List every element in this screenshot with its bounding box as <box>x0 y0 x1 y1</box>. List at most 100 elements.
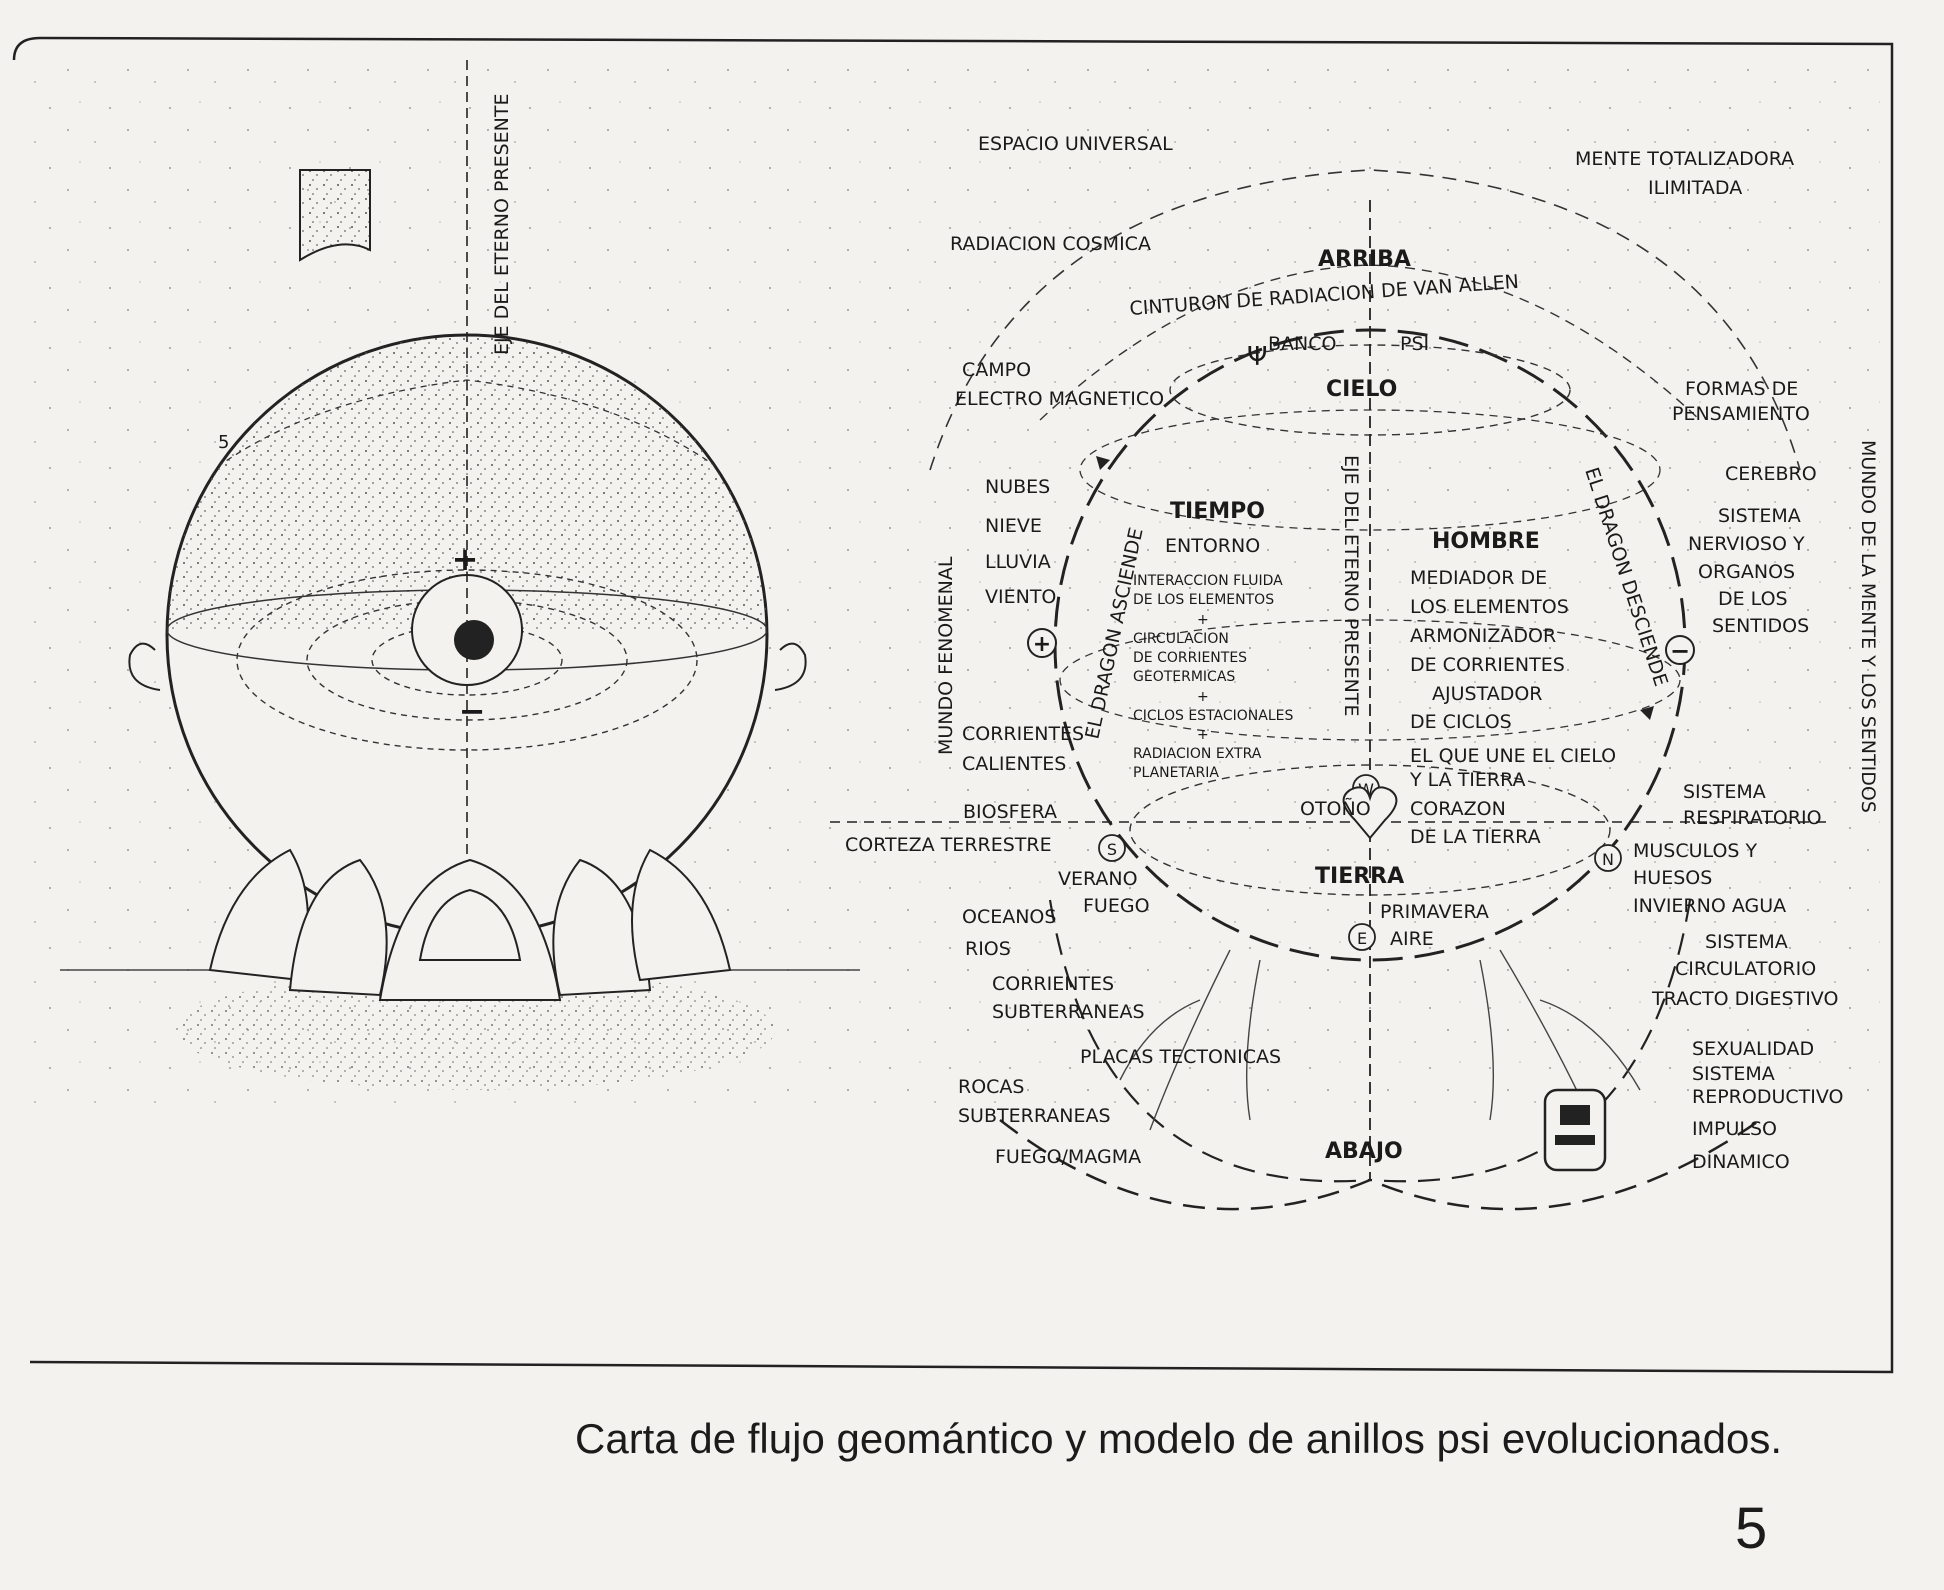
label-viento: VIENTO <box>985 586 1056 608</box>
marker-s-label: S <box>1107 840 1117 859</box>
label-fuego: FUEGO <box>1083 895 1150 917</box>
spiral-left-icon <box>128 642 161 691</box>
outer-lobe-left <box>1048 899 1371 1183</box>
label-radiacion-extra-2: PLANETARIA <box>1133 765 1219 781</box>
label-aire: AIRE <box>1390 928 1434 950</box>
label-mente-2: ILIMITADA <box>1648 177 1742 199</box>
label-rocas-1: ROCAS <box>958 1076 1024 1098</box>
label-primavera: PRIMAVERA <box>1380 901 1489 923</box>
label-formas-1: FORMAS DE <box>1685 378 1798 400</box>
label-mente-1: MENTE TOTALIZADORA <box>1575 148 1794 170</box>
globe-core-dot <box>454 620 494 660</box>
label-corazon-2: DE LA TIERRA <box>1410 826 1541 848</box>
arrow-ascend-icon <box>1096 456 1110 470</box>
label-sn-2: NERVIOSO Y <box>1688 533 1805 555</box>
label-eje: EJE DEL ETERNO PRESENTE <box>1340 455 1362 717</box>
globe-inner-ring-1 <box>236 569 698 751</box>
globe-axis-label: EJE DEL ETERNO PRESENTE <box>491 94 513 356</box>
label-corrientes-1: CORRIENTES <box>962 723 1084 745</box>
marker-plus-label: + <box>1033 632 1051 657</box>
marker-minus: − <box>1665 635 1695 665</box>
label-sn-3: ORGANOS <box>1698 561 1795 583</box>
label-circulacion-2: DE CORRIENTES <box>1133 650 1247 666</box>
label-mundo-mente: MUNDO DE LA MENTE Y LOS SENTIDOS <box>1857 440 1879 813</box>
label-repro-2: REPRODUCTIVO <box>1692 1086 1843 1108</box>
water-pool <box>175 970 775 1090</box>
page-frame <box>12 36 1894 1374</box>
label-formas-2: PENSAMIENTO <box>1672 403 1810 425</box>
label-arriba: ARRIBA <box>1318 247 1411 272</box>
label-el-que-une-1: EL QUE UNE EL CIELO <box>1410 745 1616 767</box>
van-allen-arc <box>1039 264 1701 421</box>
label-interaccion-1: INTERACCION FLUIDA <box>1133 573 1283 589</box>
label-espacio: ESPACIO UNIVERSAL <box>978 133 1173 155</box>
label-campo-2: ELECTRO MAGNETICO <box>955 388 1164 410</box>
label-banco: BANCO <box>1268 333 1336 355</box>
label-radiacion-extra-1: RADIACION EXTRA <box>1133 746 1262 762</box>
label-musc-2: HUESOS <box>1633 867 1712 889</box>
figure-caption: Carta de flujo geomántico y modelo de an… <box>575 1415 1783 1462</box>
label-mediador-5: AJUSTADOR <box>1432 683 1542 705</box>
label-musc-1: MUSCULOS Y <box>1633 840 1757 862</box>
label-corteza: CORTEZA TERRESTRE <box>845 834 1052 856</box>
label-sn-5: SENTIDOS <box>1712 615 1809 637</box>
spiral-right-icon <box>774 642 807 691</box>
label-campo-1: CAMPO <box>962 359 1031 381</box>
label-otono: OTOÑO <box>1300 797 1371 820</box>
right-column-labels: MUNDO DE LA MENTE Y LOS SENTIDOS CEREBRO… <box>1633 440 1879 1173</box>
heart-earth-icon <box>1342 786 1398 840</box>
label-sexualidad: SEXUALIDAD <box>1692 1038 1814 1060</box>
label-placas: PLACAS TECTONICAS <box>1080 1046 1281 1068</box>
label-corr-sub-1: CORRIENTES <box>992 973 1114 995</box>
lotus-icon <box>208 848 732 1001</box>
label-repro-1: SISTEMA <box>1692 1063 1775 1085</box>
label-lluvia: LLUVIA <box>985 551 1051 573</box>
marker-n-label: N <box>1602 850 1614 869</box>
label-cerebro: CEREBRO <box>1725 463 1817 485</box>
label-circ-2: CIRCULATORIO <box>1675 958 1816 980</box>
label-impulso-1: IMPULSO <box>1692 1118 1777 1140</box>
left-column-labels: MUNDO FENOMENAL NUBES NIEVE LLUVIA VIENT… <box>845 476 1084 856</box>
mayan-glyph-icon <box>1543 1088 1607 1172</box>
label-verano: VERANO <box>1058 868 1138 890</box>
page-number: 5 <box>1735 1496 1768 1561</box>
label-corrientes-2: CALIENTES <box>962 753 1066 775</box>
flag-icon <box>299 169 371 262</box>
label-nieve: NIEVE <box>985 515 1042 537</box>
label-cielo: CIELO <box>1326 377 1397 402</box>
label-tierra: TIERRA <box>1315 864 1404 889</box>
label-mediador-6: DE CICLOS <box>1410 711 1512 733</box>
label-nubes: NUBES <box>985 476 1050 498</box>
label-tiempo: TIEMPO <box>1170 499 1265 524</box>
label-biosfera: BIOSFERA <box>963 801 1057 823</box>
label-abajo: ABAJO <box>1325 1139 1403 1164</box>
label-impulso-2: DINAMICO <box>1692 1151 1790 1173</box>
right-diagram: + − W S N E <box>929 169 1801 1211</box>
label-invierno: INVIERNO AGUA <box>1633 895 1786 917</box>
marker-n: N <box>1594 844 1622 872</box>
globe-arc-left <box>199 379 468 481</box>
label-circulacion-1: CIRCULACION <box>1133 631 1229 647</box>
label-magma: FUEGO/MAGMA <box>995 1146 1141 1168</box>
label-plus-b: + <box>1197 689 1209 705</box>
marker-e: E <box>1348 923 1376 951</box>
label-mediador-4: DE CORRIENTES <box>1410 654 1565 676</box>
label-oceanos: OCEANOS <box>962 906 1056 928</box>
label-hombre: HOMBRE <box>1432 529 1540 554</box>
globe-arc-right <box>466 379 735 481</box>
label-mediador-3: ARMONIZADOR <box>1410 625 1556 647</box>
label-el-que-une-2: Y LA TIERRA <box>1409 769 1526 791</box>
label-corr-sub-2: SUBTERRANEAS <box>992 1001 1145 1023</box>
label-interaccion-2: DE LOS ELEMENTOS <box>1133 592 1274 608</box>
label-sn-1: SISTEMA <box>1718 505 1801 527</box>
label-psi-word: PSI <box>1400 333 1429 355</box>
globe-plus-sign: + <box>452 540 479 578</box>
label-mediador-1: MEDIADOR DE <box>1410 567 1547 589</box>
label-rios: RIOS <box>965 938 1011 960</box>
globe-minus-sign: − <box>459 692 486 730</box>
globe-ring-number: 5 <box>218 432 229 453</box>
label-ciclos: CICLOS ESTACIONALES <box>1133 708 1293 724</box>
roots-left <box>1119 949 1261 1131</box>
label-resp-1: SISTEMA <box>1683 781 1766 803</box>
